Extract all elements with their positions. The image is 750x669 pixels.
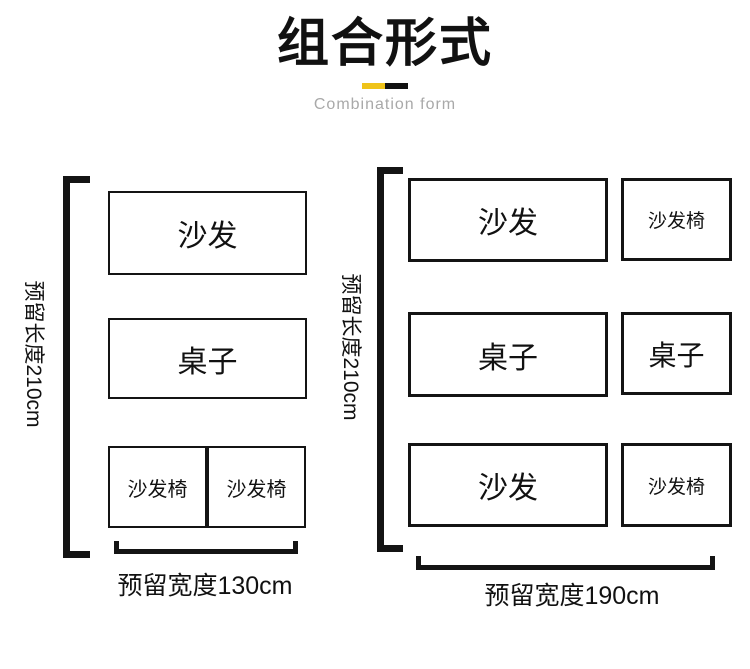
right-sofa-box-row3: 沙发 bbox=[408, 443, 608, 527]
right-width-bracket-line bbox=[416, 565, 715, 570]
left-chair-box-2: 沙发椅 bbox=[207, 446, 306, 528]
right-chair-box-row1: 沙发椅 bbox=[621, 178, 732, 261]
right-table-box-small: 桌子 bbox=[621, 312, 732, 395]
title-divider bbox=[362, 83, 408, 90]
left-table-box: 桌子 bbox=[108, 318, 307, 399]
right-width-label: 预留宽度190cm bbox=[484, 582, 660, 610]
left-width-label: 预留宽度130cm bbox=[117, 572, 293, 600]
right-chair-box-row3: 沙发椅 bbox=[621, 443, 732, 527]
left-height-bracket-line bbox=[63, 176, 70, 558]
right-height-bracket-top-tick bbox=[377, 167, 403, 174]
left-width-bracket-left-tick bbox=[114, 541, 119, 554]
right-width-bracket-right-tick bbox=[710, 556, 715, 570]
right-width-bracket-left-tick bbox=[416, 556, 421, 570]
header: 组合形式 Combination form bbox=[20, 0, 750, 114]
right-height-label: 预留长度210cm bbox=[339, 273, 362, 421]
left-height-bracket-top-tick bbox=[63, 176, 90, 183]
left-chair-box-1: 沙发椅 bbox=[108, 446, 207, 528]
left-width-bracket-right-tick bbox=[293, 541, 298, 554]
right-sofa-box-row1: 沙发 bbox=[408, 178, 608, 262]
divider-yellow-segment bbox=[362, 83, 385, 90]
left-height-bracket-bottom-tick bbox=[63, 551, 90, 558]
divider-black-segment bbox=[385, 83, 408, 90]
left-height-label: 预留长度210cm bbox=[22, 280, 45, 428]
page-title: 组合形式 bbox=[276, 15, 493, 73]
right-height-bracket-line bbox=[377, 167, 384, 552]
right-table-box-large: 桌子 bbox=[408, 312, 608, 397]
left-sofa-box: 沙发 bbox=[108, 191, 307, 275]
left-width-bracket-line bbox=[114, 549, 298, 554]
page-subtitle: Combination form bbox=[313, 96, 457, 114]
right-height-bracket-bottom-tick bbox=[377, 545, 403, 552]
